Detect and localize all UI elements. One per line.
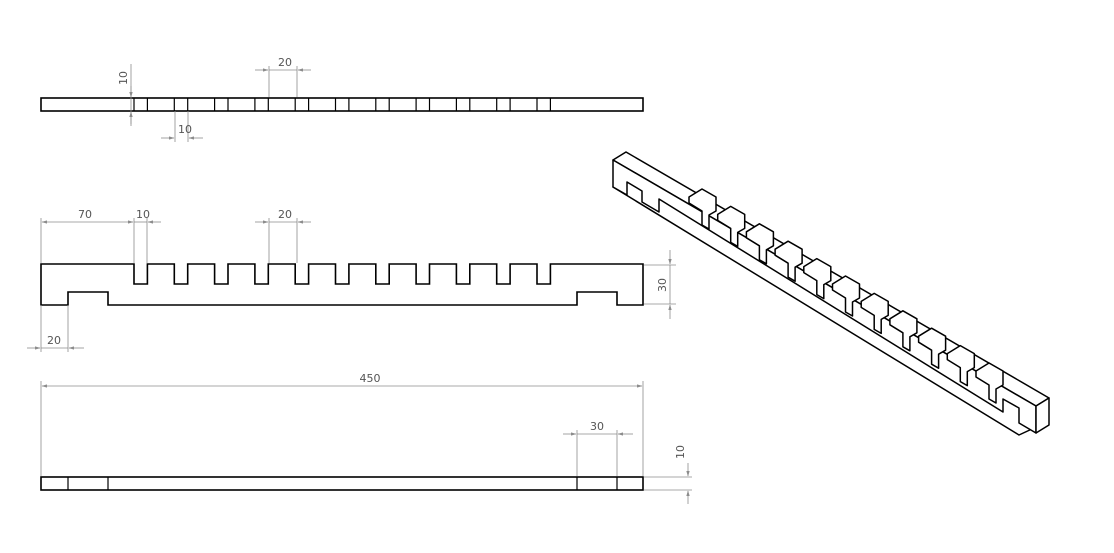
- front-offset-label: 70: [78, 208, 92, 221]
- front-height-label: 30: [656, 278, 669, 292]
- bottom-view: 450 30 10: [40, 372, 692, 504]
- bottom-length-dimension: 450: [40, 372, 644, 476]
- top-view-slot-lines: [133, 98, 552, 111]
- front-pitch-label: 20: [278, 208, 292, 221]
- iso-slot-group: [688, 188, 1004, 404]
- bottom-length-label: 450: [360, 372, 381, 385]
- iso-slot: [860, 292, 889, 335]
- iso-slot: [716, 205, 746, 248]
- top-view: 10 20 10: [40, 56, 644, 142]
- top-slot-dimension: 10: [161, 111, 203, 142]
- front-height-dimension: 30: [644, 250, 676, 319]
- iso-slot: [946, 344, 976, 387]
- front-pitch-dimension: 20: [255, 208, 311, 263]
- top-height-label: 10: [117, 71, 130, 85]
- iso-end-face: [1035, 397, 1050, 434]
- iso-slot: [774, 240, 803, 282]
- bottom-notch-label: 30: [590, 420, 604, 433]
- iso-slot: [745, 223, 775, 265]
- front-slot-dimension: 10: [134, 208, 161, 263]
- iso-slot: [889, 310, 918, 352]
- top-slot-label: 10: [178, 123, 192, 136]
- top-height-dimension: 10: [117, 64, 133, 126]
- top-pitch-dimension: 20: [255, 56, 311, 97]
- bottom-view-outline: [40, 476, 644, 491]
- bottom-height-dimension: 10: [644, 445, 692, 504]
- iso-slot: [975, 362, 1004, 404]
- iso-slot: [831, 275, 861, 317]
- front-notch-label: 20: [47, 334, 61, 347]
- front-view-outline: [40, 263, 644, 306]
- bottom-notch-dimension: 30: [563, 420, 633, 476]
- front-notch-dimension: 20: [27, 305, 84, 352]
- bottom-height-label: 10: [674, 445, 687, 459]
- front-offset-dimension: 70: [40, 208, 135, 263]
- top-pitch-label: 20: [278, 56, 292, 69]
- iso-slot: [803, 257, 832, 300]
- front-view: 70 10 20 30: [27, 208, 676, 352]
- isometric-view: [612, 151, 1050, 436]
- iso-slot: [917, 327, 947, 369]
- top-view-outline: [40, 97, 644, 112]
- front-slot-label: 10: [136, 208, 150, 221]
- iso-slot: [688, 188, 717, 230]
